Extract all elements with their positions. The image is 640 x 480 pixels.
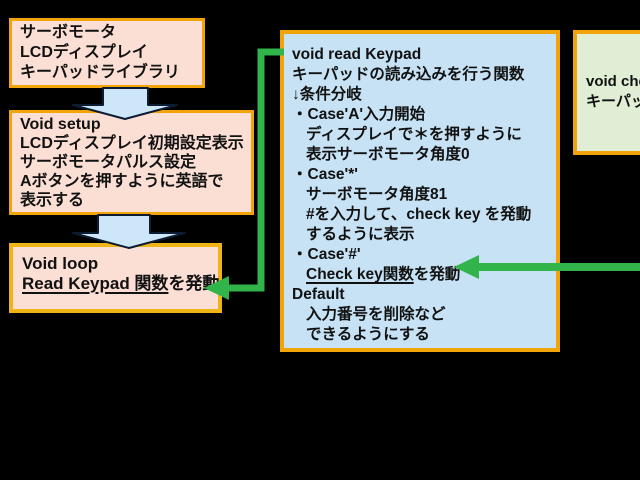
loop-title: Void loop — [22, 254, 99, 273]
setup-line: LCDディスプレイ初期設定表示 — [20, 135, 244, 152]
setup-line: Void setup — [20, 116, 101, 133]
readkeypad-line: キーパッドの読み込みを行う関数 — [292, 66, 525, 83]
readkeypad-line: ・Case'#' — [292, 246, 361, 263]
checkkey-line: キーパッ — [586, 93, 640, 110]
readkeypad-line: Default — [292, 286, 345, 303]
readkeypad-line: 入力番号を削除など — [306, 306, 446, 323]
setup-line: 表示する — [20, 192, 85, 209]
readkeypad-line: ディスプレイで＊を押すように — [306, 126, 522, 143]
check-key-call-rest: を発動 — [413, 266, 461, 283]
readkeypad-line: 表示サーボモータ角度0 — [306, 146, 470, 163]
check-key-box: void che キーパッ — [573, 30, 640, 155]
readkeypad-line: できるようにする — [306, 326, 430, 343]
library-line: LCDディスプレイ — [20, 44, 148, 61]
read-keypad-link-text: Read Keypad 関数 — [22, 274, 169, 293]
loop-call-rest: を発動 — [168, 274, 220, 293]
readkeypad-line: サーボモータ角度81 — [306, 186, 448, 203]
loop-box: Void loop Read Keypad 関数を発動 — [9, 243, 222, 313]
loop-call-line: Read Keypad 関数を発動 — [22, 274, 220, 294]
readkeypad-line: #を入力して、check key を発動 — [306, 206, 532, 223]
library-line: サーボモータ — [20, 24, 117, 41]
checkkey-line: void che — [586, 73, 640, 90]
setup-line: サーボモータパルス設定 — [20, 154, 197, 171]
readkeypad-line: void read Keypad — [292, 46, 422, 63]
readkeypad-line: ・Case'A'入力開始 — [292, 106, 426, 123]
library-line: キーパッドライブラリ — [20, 64, 180, 81]
read-keypad-box: void read Keypad キーパッドの読み込みを行う関数 ↓条件分岐 ・… — [280, 30, 560, 352]
libraries-box: サーボモータ LCDディスプレイ キーパッドライブラリ — [9, 18, 205, 88]
readkeypad-line: ・Case'*' — [292, 166, 358, 183]
check-key-link-text: Check key関数 — [306, 266, 414, 283]
readkeypad-line: ↓条件分岐 — [292, 86, 362, 103]
setup-box: Void setup LCDディスプレイ初期設定表示 サーボモータパルス設定 A… — [9, 110, 254, 215]
setup-line: Aボタンを押すように英語で — [20, 173, 224, 190]
readkeypad-call-line: Check key関数を発動 — [292, 265, 556, 285]
readkeypad-line: するように表示 — [306, 226, 415, 243]
